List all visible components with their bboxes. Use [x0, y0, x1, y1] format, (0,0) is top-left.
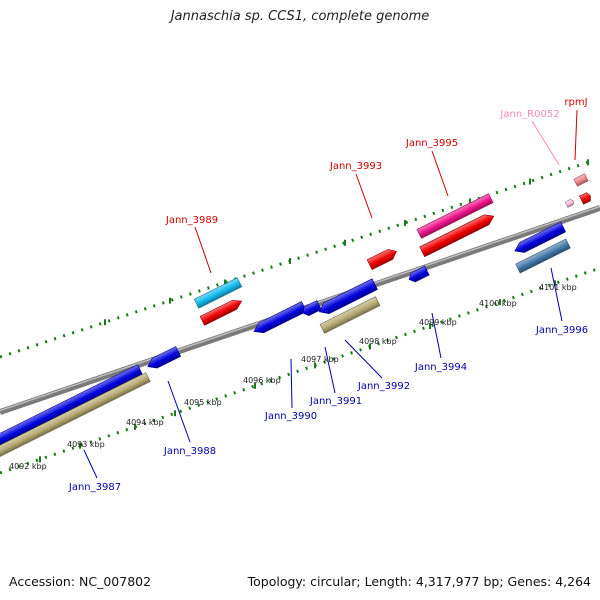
genes-layer: [0, 173, 591, 460]
gene-jann-3995-bar: [416, 193, 494, 239]
gene-label-reverse: Jann_3991: [309, 396, 362, 407]
gene-label-forward: Jann_3993: [329, 161, 382, 172]
topology-text: Topology: circular; Length: 4,317,977 bp…: [247, 574, 591, 589]
gene-jann-3989: [199, 299, 243, 326]
tick-dots-layer: [0, 158, 600, 475]
gene-jann-3989-bar: [193, 277, 243, 309]
leader-jann-3987: [83, 449, 98, 479]
tick-track-upper: [0, 158, 596, 359]
scale-label: 4096 kbp: [243, 376, 281, 385]
gene-label-reverse: Jann_3994: [414, 362, 467, 373]
leader-jann-3996: [550, 267, 563, 322]
scale-label: 4095 kbp: [184, 398, 222, 407]
leader-jann-3989: [194, 226, 212, 274]
gene-jann-3992: [318, 278, 378, 314]
gene-label-rna: Jann_R0052: [499, 109, 559, 120]
gene-jann-3988-bar: [0, 372, 151, 458]
gene-jann-3990: [253, 301, 307, 334]
gene-label-reverse: Jann_3990: [264, 411, 317, 422]
scale-label: 4092 kbp: [9, 462, 47, 471]
leader-jann-r0052: [531, 120, 560, 166]
label-leaders: [83, 109, 578, 479]
scale-label: 4100 kbp: [479, 299, 517, 308]
gene-label-forward: rpmJ: [564, 97, 587, 108]
scale-label: 4094 kbp: [126, 418, 164, 427]
scale-label: 4101 kbp: [539, 283, 577, 292]
leader-jann-3994: [431, 312, 442, 359]
scale-label: 4093 kbp: [67, 440, 105, 449]
gene-jann-3993: [366, 249, 397, 271]
leader-jann-3991: [324, 346, 336, 394]
leader-jann-3995: [431, 150, 449, 197]
tick-track-lower: [0, 266, 600, 475]
gene-label-reverse: Jann_3992: [357, 381, 410, 392]
gene-label-forward: Jann_3989: [165, 215, 218, 226]
scale-label: 4097 kbp: [301, 355, 339, 364]
gene-label-reverse: Jann_3988: [163, 446, 216, 457]
gene-label-reverse: Jann_3996: [535, 325, 588, 336]
scale-label: 4099 kbp: [419, 318, 457, 327]
gene-jann-r0052: [564, 198, 574, 208]
scale-label: 4098 kbp: [359, 337, 397, 346]
gene-jann-3995: [419, 214, 495, 258]
labels-layer: 4092 kbp 4093 kbp 4094 kbp 4095 kbp 4096 kbp…: [9, 97, 588, 493]
gene-jann-3996: [514, 221, 567, 253]
accession-text: Accession: NC_007802: [9, 574, 152, 589]
genome-title: Jannaschia sp. CCS1, complete genome: [170, 9, 430, 24]
leader-rpmj: [574, 109, 578, 161]
leader-jann-3988: [167, 380, 191, 443]
gene-jann-3988: [147, 346, 182, 369]
gene-rpmj: [579, 192, 591, 205]
gene-rpmj-bar: [573, 173, 589, 187]
leader-jann-3992: [344, 339, 383, 379]
gene-label-reverse: Jann_3987: [68, 482, 121, 493]
gene-jann-3994: [408, 265, 430, 283]
gene-jann-3991: [302, 300, 322, 317]
leader-jann-3993: [355, 173, 373, 219]
gene-jann-3996-bar: [515, 238, 571, 274]
gene-jann-3992-bar: [319, 296, 381, 334]
leader-jann-3990: [290, 358, 293, 409]
gene-label-forward: Jann_3995: [405, 138, 458, 149]
